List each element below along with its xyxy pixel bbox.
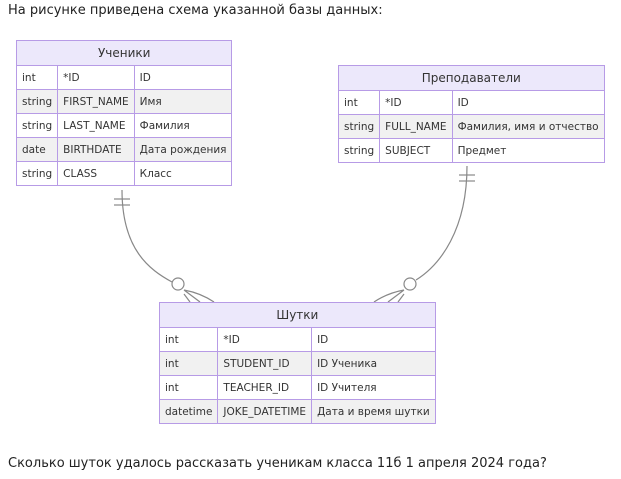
table-cell: Класс — [133, 161, 233, 186]
teachers-jokes-line — [415, 165, 468, 281]
table-cell: int — [158, 351, 219, 376]
table-cell: datetime — [158, 399, 219, 424]
table-cell: string — [337, 138, 381, 163]
table-cell: LAST_NAME — [57, 113, 135, 138]
table-cell: *ID — [217, 327, 313, 352]
table-cell: JOKE_DATETIME — [217, 399, 313, 424]
table-cell: Имя — [133, 89, 233, 114]
table-cell: BIRTHDATE — [57, 137, 135, 162]
table-cell: *ID — [379, 90, 453, 115]
table-cell: Предмет — [451, 138, 605, 163]
table-cell: FIRST_NAME — [57, 89, 135, 114]
table-cell: Дата и время шутки — [311, 399, 436, 424]
table-cell: date — [15, 137, 59, 162]
table-cell: string — [15, 113, 59, 138]
table-cell: SUBJECT — [379, 138, 453, 163]
table-cell: Фамилия — [133, 113, 233, 138]
crow-foot — [183, 289, 215, 303]
students-jokes-line — [121, 189, 173, 283]
table-cell: ID — [133, 65, 233, 90]
table-cell: *ID — [57, 65, 135, 90]
crow-foot — [373, 289, 405, 303]
table-cell: ID Ученика — [311, 351, 436, 376]
table-cell: int — [337, 90, 381, 115]
table-cell: STUDENT_ID — [217, 351, 313, 376]
table-cell: FULL_NAME — [379, 114, 453, 139]
zero-circle — [403, 277, 417, 291]
table-cell: string — [15, 89, 59, 114]
table-cell: Дата рождения — [133, 137, 233, 162]
table-title: Преподаватели — [338, 65, 605, 91]
table-title: Шутки — [159, 302, 436, 328]
table-cell: ID — [451, 90, 605, 115]
table-cell: CLASS — [57, 161, 135, 186]
question-text: Сколько шуток удалось рассказать ученика… — [8, 456, 547, 471]
table-cell: int — [158, 375, 219, 400]
table-cell: string — [15, 161, 59, 186]
table-cell: string — [337, 114, 381, 139]
table-cell: TEACHER_ID — [217, 375, 313, 400]
table-cell: int — [158, 327, 219, 352]
zero-circle — [171, 277, 185, 291]
table-cell: ID — [311, 327, 436, 352]
table-cell: int — [15, 65, 59, 90]
table-cell: ID Учителя — [311, 375, 436, 400]
table-title: Ученики — [15, 40, 233, 66]
table-cell: Фамилия, имя и отчество — [451, 114, 605, 139]
intro-text: На рисунке приведена схема указанной баз… — [8, 3, 383, 18]
